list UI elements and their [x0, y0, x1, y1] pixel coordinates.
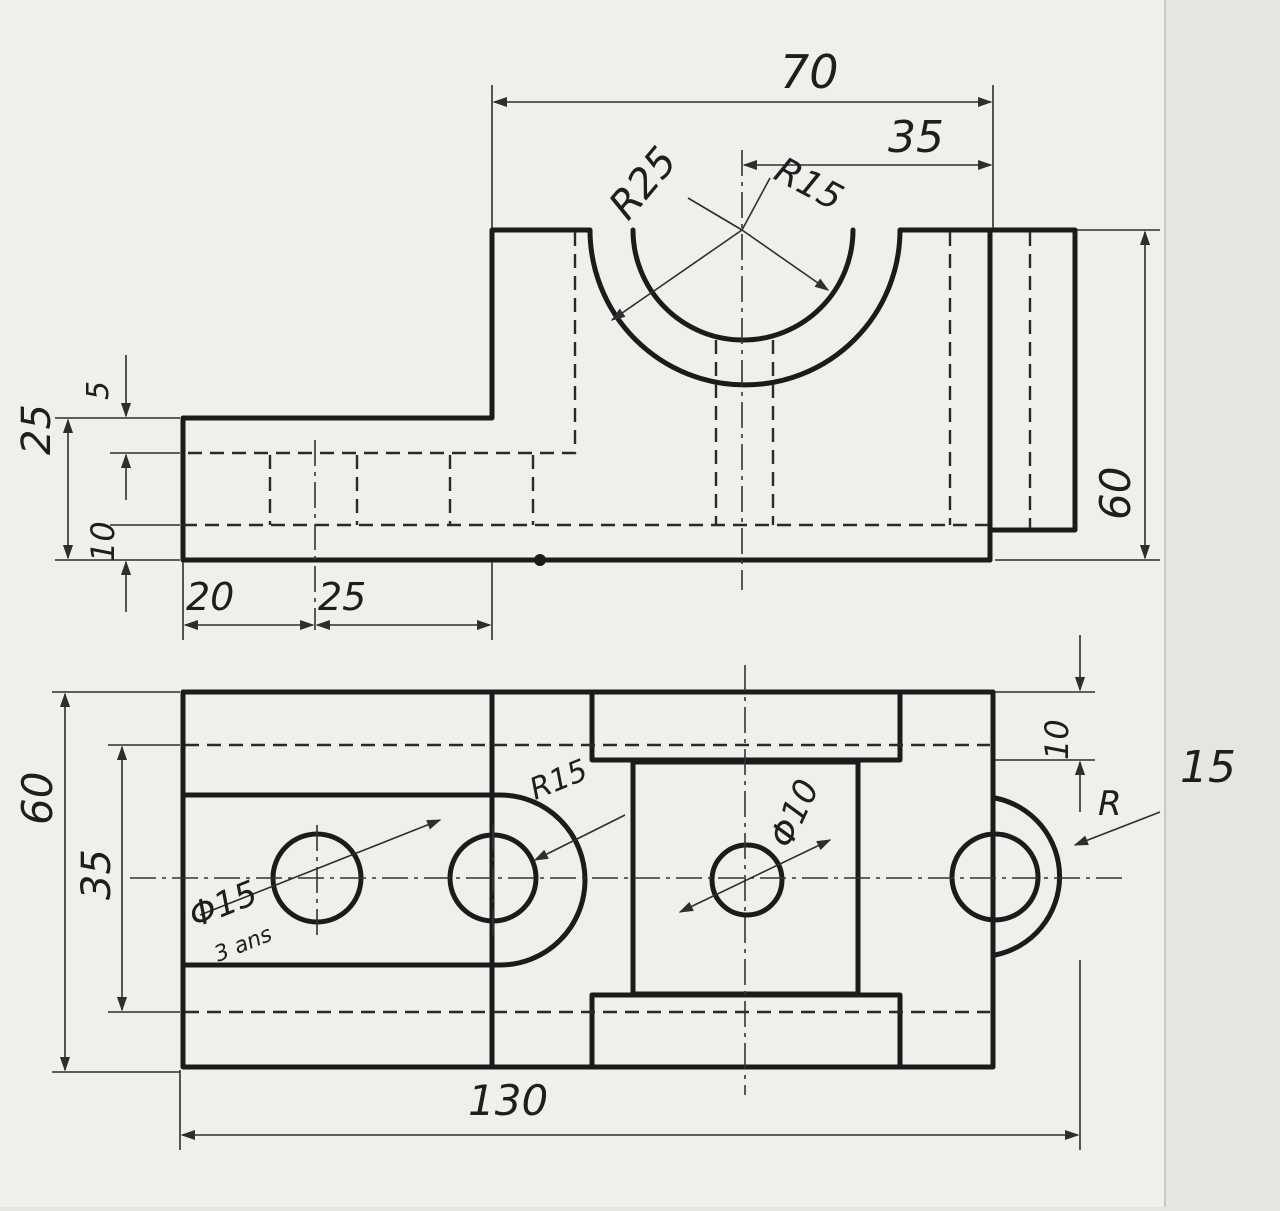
r25-leader-ext	[687, 197, 743, 231]
label-25-vert: 25	[14, 404, 60, 455]
label-70: 70	[780, 45, 839, 99]
right-boss-arc	[992, 795, 1063, 958]
hidden-pocket	[183, 232, 577, 455]
front-outline	[180, 227, 1078, 563]
label-25-horiz: 25	[318, 575, 366, 619]
r15-leader	[741, 229, 830, 291]
slotted-plate	[180, 792, 588, 968]
top-pad	[589, 689, 903, 763]
label-20: 20	[186, 575, 234, 619]
label-r-right: R	[1098, 784, 1122, 824]
label-15-right: 15	[1180, 742, 1236, 793]
r15-leader-ext	[741, 177, 771, 231]
bottom-pad	[589, 992, 903, 1070]
label-60-front: 60	[1091, 467, 1140, 520]
label-130: 130	[468, 1076, 548, 1125]
label-10-front: 10	[84, 521, 122, 562]
label-35-front: 35	[888, 112, 944, 163]
hole-right	[949, 831, 1041, 923]
phi10-leader	[678, 839, 832, 913]
front-view: 70 35 R25 R15 60 25 5 10 20 25	[14, 45, 1160, 640]
phi15-leader	[199, 819, 442, 916]
front-inner-arc	[630, 227, 856, 343]
r15-top-leader	[533, 814, 626, 861]
r-right-leader	[1073, 811, 1161, 846]
top-outline	[180, 689, 996, 1070]
label-10-top: 10	[1038, 719, 1076, 760]
label-5: 5	[81, 381, 116, 400]
paper-sheet	[0, 0, 1165, 1207]
ink-dot	[534, 554, 546, 566]
label-60-top: 60	[13, 772, 62, 825]
r25-leader	[610, 229, 743, 321]
label-35-top: 35	[74, 849, 120, 900]
